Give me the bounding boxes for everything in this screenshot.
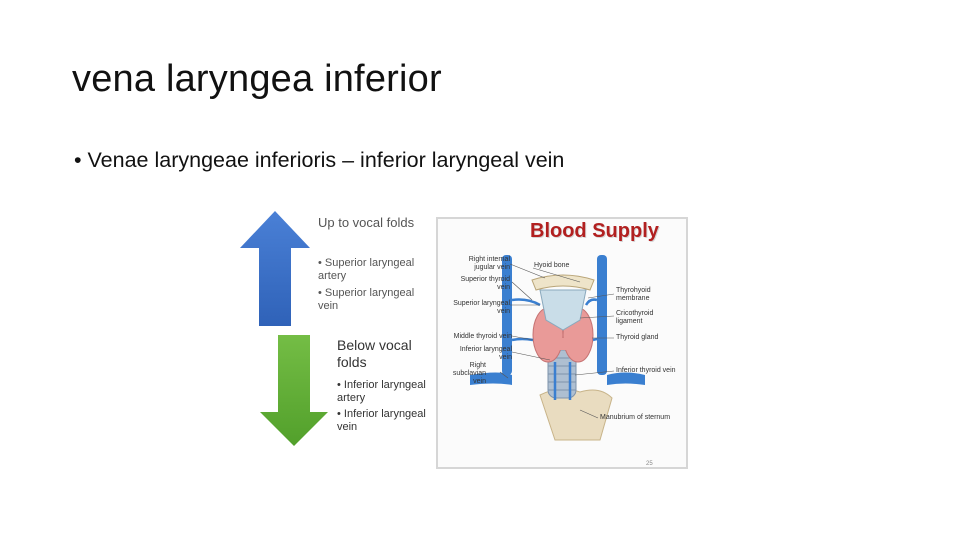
label-right-internal-jugular-vein: Right internal jugular vein <box>468 256 510 271</box>
down-arrow-heading: Below vocal folds <box>337 337 412 370</box>
down-arrow-icon <box>260 335 328 446</box>
bullet-item: •Venae laryngeae inferioris – inferior l… <box>74 148 564 173</box>
bullet-dot: • <box>74 148 82 172</box>
figure-title: Blood Supply <box>530 220 659 242</box>
figure-page-number: 25 <box>646 461 653 467</box>
label-manubrium-of-sternum: Manubrium of sternum <box>600 414 671 421</box>
label-superior-thyroid-vein: Superior thyroid vein <box>460 276 510 291</box>
slide-title: vena laryngea inferior <box>72 58 442 100</box>
label-hyoid-bone: Hyoid bone <box>534 262 570 269</box>
label-thyrohyoid-membrane: Thyrohyoid membrane <box>616 287 651 302</box>
up-item-2: • Superior laryngeal vein <box>318 287 415 312</box>
up-arrow-icon <box>240 211 310 326</box>
label-superior-laryngeal-vein: Superior laryngeal vein <box>453 300 510 315</box>
label-inferior-thyroid-vein: Inferior thyroid vein <box>616 367 676 374</box>
label-inferior-laryngeal-vein: Inferior laryngeal vein <box>459 346 512 361</box>
up-item-1: • Superior laryngeal artery <box>318 257 415 282</box>
down-item-2: • Inferior laryngeal vein <box>337 408 426 433</box>
up-arrow-heading: Up to vocal folds <box>318 215 415 230</box>
bullet-text: Venae laryngeae inferioris – inferior la… <box>87 148 565 172</box>
label-middle-thyroid-vein: Middle thyroid vein <box>453 333 512 340</box>
label-thyroid-gland: Thyroid gland <box>616 334 659 341</box>
label-cricothyroid-ligament: Cricothyroid ligament <box>616 310 654 325</box>
down-item-1: • Inferior laryngeal artery <box>337 379 426 404</box>
label-right-subclavian-vein: Right subclavian vein <box>452 362 486 385</box>
